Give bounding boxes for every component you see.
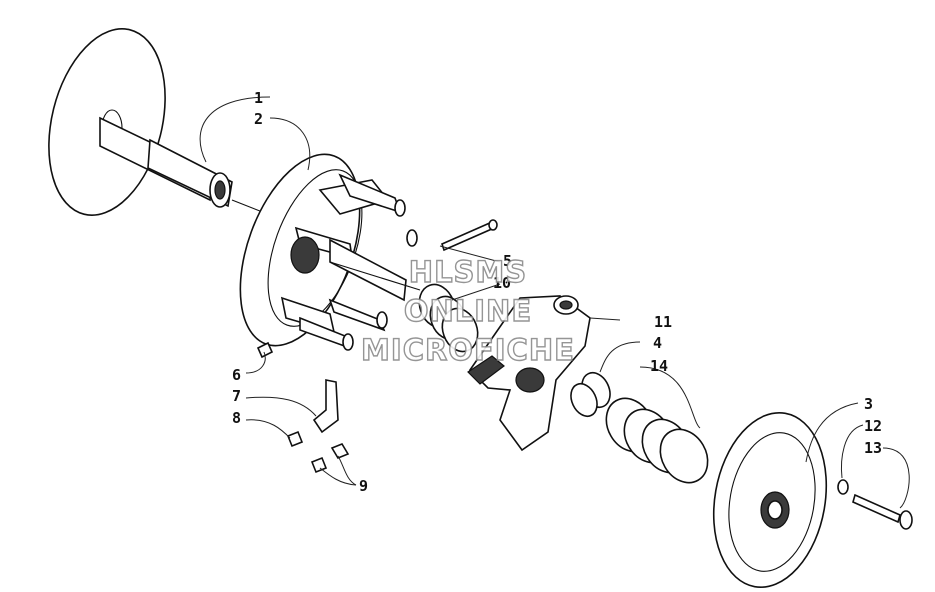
callout-8: 8 bbox=[232, 409, 241, 427]
watermark-line-2: ONLINE bbox=[404, 294, 532, 328]
watermark-line-3: MICROFICHE bbox=[361, 333, 575, 367]
retainers[interactable] bbox=[310, 443, 350, 474]
small-pin[interactable] bbox=[286, 430, 304, 448]
callout-4: 4 bbox=[653, 334, 662, 352]
callout-6: 6 bbox=[232, 366, 241, 384]
callout-1: 1 bbox=[254, 89, 263, 107]
callout-9: 9 bbox=[359, 477, 368, 495]
callout-13: 13 bbox=[864, 439, 882, 457]
bushing[interactable] bbox=[566, 368, 615, 420]
callout-11: 11 bbox=[654, 313, 672, 331]
callout-12: 12 bbox=[864, 417, 882, 435]
washer[interactable] bbox=[837, 479, 849, 495]
callout-5: 5 bbox=[503, 252, 512, 270]
roller-pin[interactable] bbox=[441, 219, 498, 252]
callout-2: 2 bbox=[254, 110, 263, 128]
spider-arm-assembly[interactable] bbox=[467, 295, 591, 452]
movable-sheave-housing[interactable] bbox=[217, 138, 421, 362]
nut[interactable] bbox=[256, 341, 274, 359]
cam-weight[interactable] bbox=[312, 379, 339, 434]
leader-lines bbox=[199, 96, 910, 509]
cover-bolt[interactable] bbox=[852, 493, 913, 530]
callout-10: 10 bbox=[493, 274, 511, 292]
clutch-cover[interactable] bbox=[701, 404, 840, 592]
watermark-line-1: HLSMS bbox=[409, 255, 527, 289]
callout-3: 3 bbox=[864, 395, 873, 413]
callout-7: 7 bbox=[232, 387, 241, 405]
main-spring[interactable] bbox=[597, 390, 717, 491]
inner-spring[interactable] bbox=[414, 280, 484, 357]
callout-14: 14 bbox=[650, 357, 668, 375]
fixed-sheave-with-shaft[interactable] bbox=[31, 17, 271, 228]
